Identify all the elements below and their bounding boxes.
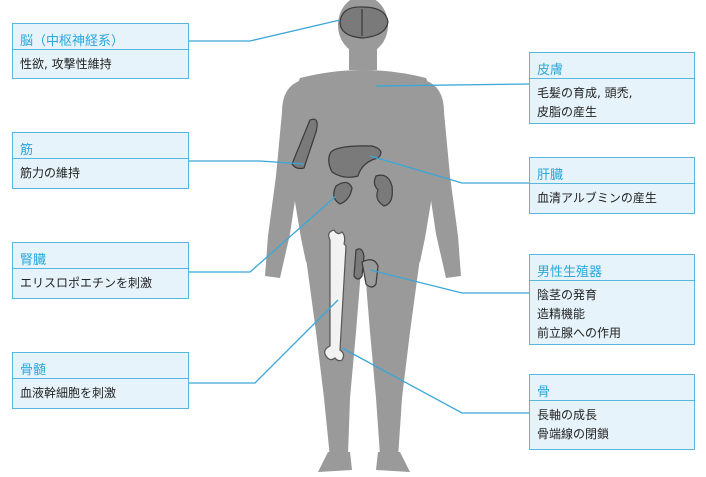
label-title-bone: 骨	[537, 385, 551, 400]
leader-lines	[188, 19, 531, 414]
label-box-marrow: 骨髄 血液幹細胞を刺激	[12, 352, 189, 409]
label-box-bone: 骨 長軸の成長 骨端線の閉鎖	[529, 374, 695, 450]
label-box-muscle: 筋 筋力の維持	[12, 132, 189, 189]
right-kidney-shape	[373, 174, 393, 207]
label-box-brain: 脳（中枢神経系） 性欲, 攻撃性維持	[12, 23, 189, 79]
label-desc-kidney: エリスロポエチンを刺激	[20, 274, 152, 293]
label-line: 毛髪の育成, 頭禿,	[537, 86, 633, 100]
left-kidney-shape	[333, 181, 353, 205]
left-foot-shape	[318, 452, 352, 472]
label-box-male-repro: 男性生殖器 陰茎の発育 造精機能 前立腺への作用	[529, 254, 695, 345]
label-desc-muscle: 筋力の維持	[20, 164, 80, 183]
title-bar	[13, 353, 188, 379]
male-repro-shape-2	[361, 259, 379, 288]
label-title-brain: 脳（中枢神経系）	[20, 34, 125, 49]
label-line: 皮脂の産生	[537, 105, 598, 119]
label-line: 筋力の維持	[20, 166, 81, 180]
label-line: エリスロポエチンを刺激	[20, 276, 153, 290]
label-line: 血液幹細胞を刺激	[20, 386, 117, 400]
label-line: 血清アルブミンの産生	[537, 191, 657, 205]
right-leg-shape	[364, 258, 420, 458]
liver-shape	[328, 145, 382, 178]
title-bar	[13, 243, 188, 269]
femur-bone	[324, 229, 347, 362]
neck-shape	[349, 46, 377, 70]
line-liver	[369, 155, 530, 184]
label-line: 骨端線の閉鎖	[537, 427, 610, 441]
label-line: 性欲, 攻撃性維持	[20, 57, 112, 71]
label-title-kidney: 腎臓	[20, 253, 47, 268]
right-foot-shape	[376, 452, 410, 472]
label-line: 造精機能	[537, 307, 586, 321]
title-bar	[13, 133, 188, 159]
male-repro-shape	[353, 248, 365, 280]
label-line: 長軸の成長	[537, 408, 598, 422]
line-male-repro	[369, 269, 530, 294]
line-brain	[188, 19, 341, 42]
label-title-marrow: 骨髄	[20, 363, 47, 378]
title-bar	[13, 24, 188, 50]
line-marrow	[188, 299, 339, 384]
line-bone	[341, 347, 530, 414]
label-line: 前立腺への作用	[537, 326, 622, 340]
right-arm-shape	[422, 80, 461, 278]
label-title-male-repro: 男性生殖器	[537, 265, 603, 280]
title-bar	[530, 158, 694, 184]
label-line: 陰茎の発育	[537, 288, 598, 302]
title-bar	[530, 375, 694, 401]
line-muscle	[188, 160, 305, 165]
title-bar	[530, 53, 694, 79]
label-box-skin: 皮膚 毛髪の育成, 頭禿, 皮脂の産生	[529, 52, 695, 124]
line-kidney	[188, 195, 337, 273]
arm-muscle-shape	[291, 118, 318, 170]
label-title-muscle: 筋	[20, 143, 34, 158]
label-title-liver: 肝臓	[537, 168, 564, 183]
left-arm-shape	[265, 80, 304, 278]
label-box-kidney: 腎臓 エリスロポエチンを刺激	[12, 242, 189, 299]
label-desc-male-repro: 陰茎の発育 造精機能 前立腺への作用	[537, 286, 621, 343]
label-box-liver: 肝臓 血清アルブミンの産生	[529, 157, 695, 214]
label-desc-bone: 長軸の成長 骨端線の閉鎖	[537, 406, 609, 444]
label-title-skin: 皮膚	[537, 63, 564, 78]
brain-shape	[339, 6, 389, 39]
label-desc-skin: 毛髪の育成, 頭禿, 皮脂の産生	[537, 84, 632, 122]
title-bar	[530, 255, 694, 281]
label-desc-marrow: 血液幹細胞を刺激	[20, 384, 116, 403]
line-skin	[375, 83, 531, 87]
label-desc-brain: 性欲, 攻撃性維持	[20, 55, 112, 74]
organs	[291, 6, 393, 288]
body-silhouette	[265, 0, 461, 472]
label-desc-liver: 血清アルブミンの産生	[537, 189, 657, 208]
